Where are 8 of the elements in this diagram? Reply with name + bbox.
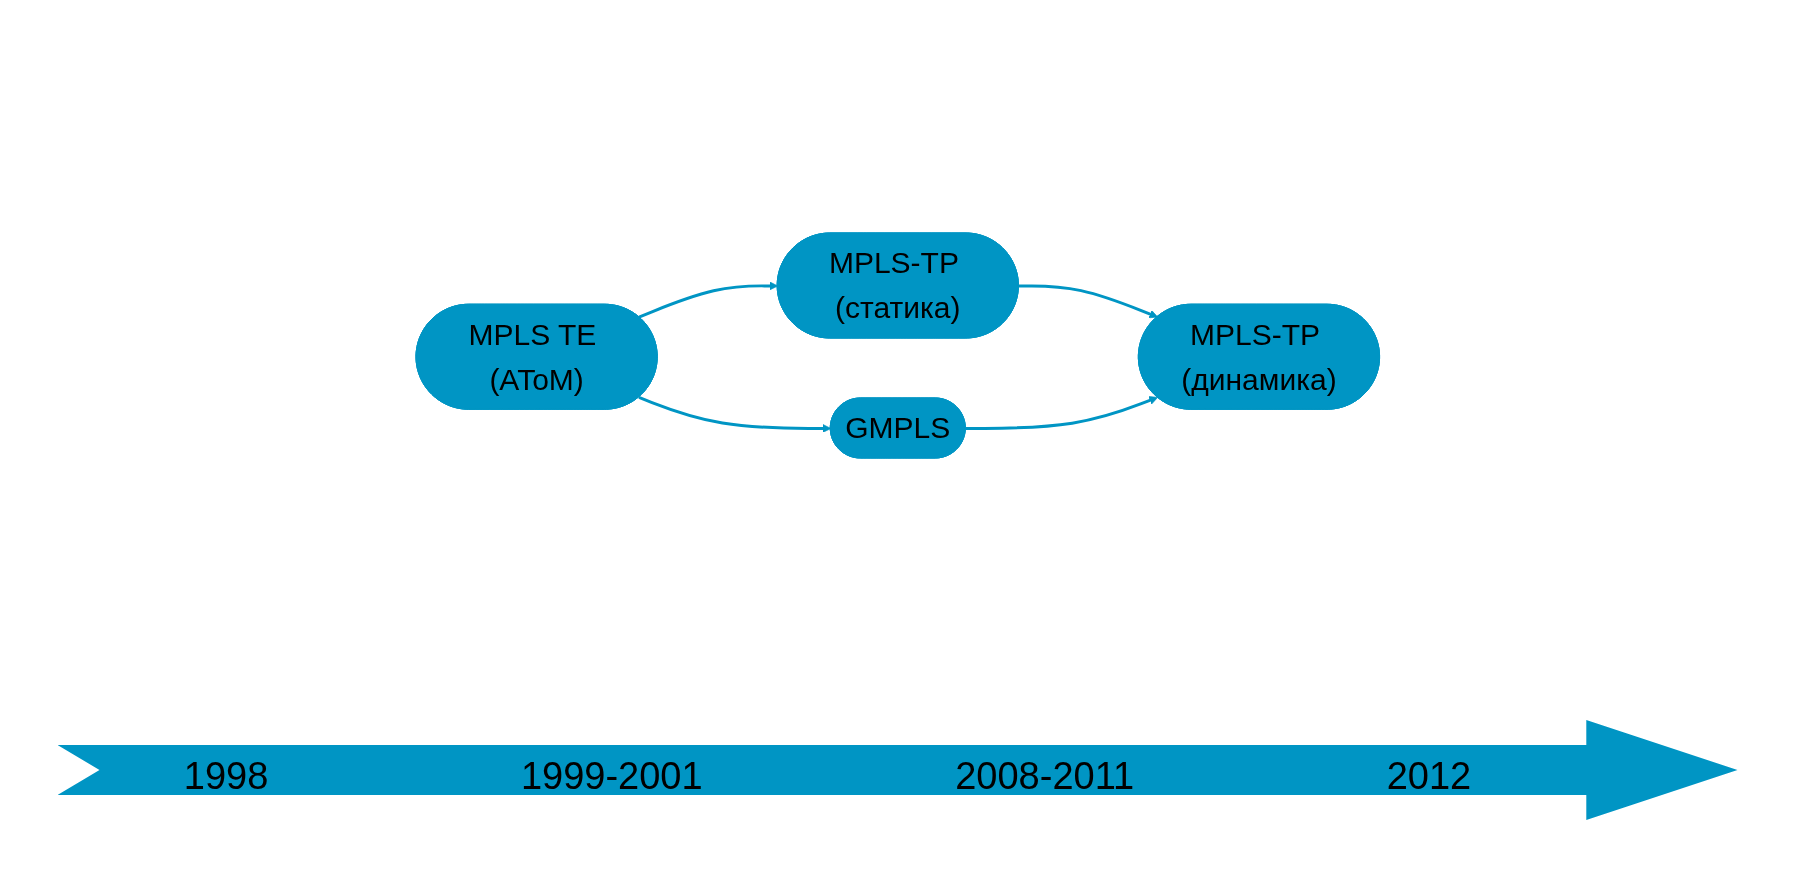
arrow [965,395,1158,430]
year-label: 2008-2011 [955,754,1135,798]
arrow [638,395,831,433]
year-label: 1999-2001 [520,754,703,798]
arrow [1018,283,1158,318]
year-label: 1998 [183,754,269,798]
year-label: 2012 [1386,754,1472,798]
arrow [638,281,778,318]
